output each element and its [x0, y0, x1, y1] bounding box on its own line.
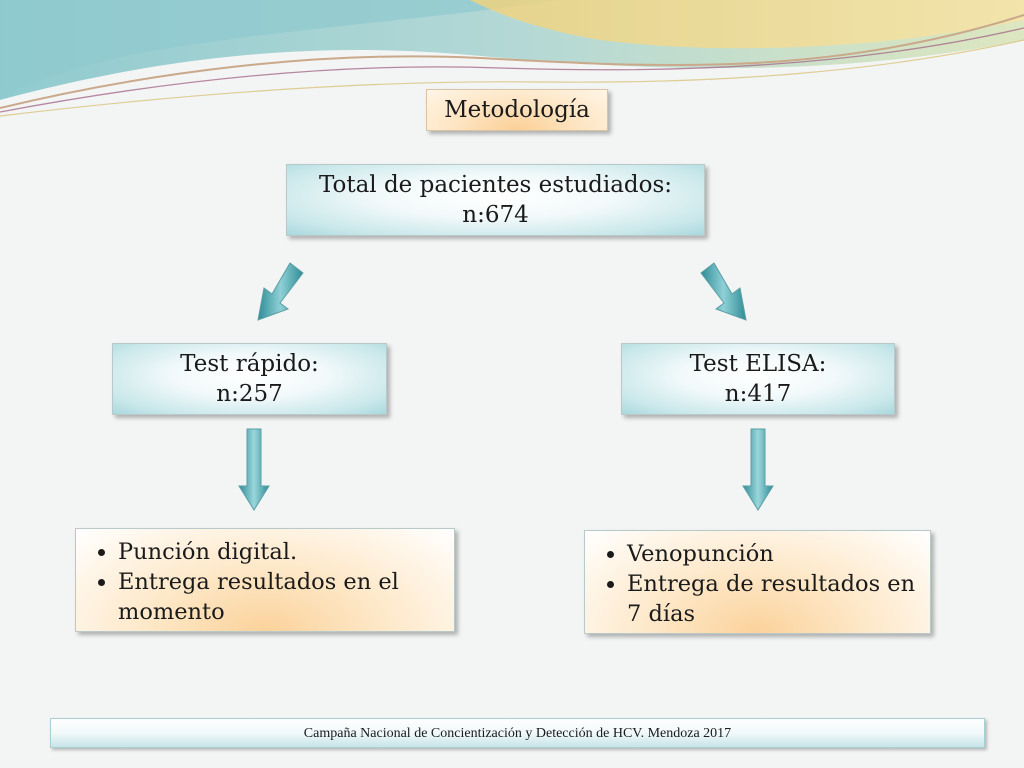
- root-node: Total de pacientes estudiados: n:674: [286, 164, 705, 236]
- left-node-count: n:257: [216, 381, 283, 407]
- right-node-label: Test ELISA:: [689, 351, 827, 377]
- root-node-count: n:674: [462, 202, 529, 228]
- decorative-header-waves: [0, 0, 1024, 117]
- root-node-label: Total de pacientes estudiados:: [318, 172, 673, 198]
- left-detail-item: Punción digital.: [118, 537, 444, 567]
- arrow-down-icon: [238, 428, 270, 511]
- right-detail-item: Entrega de resultados en 7 días: [627, 569, 920, 629]
- left-detail-item: Entrega resultados en el momento: [118, 567, 444, 627]
- right-node-elisa-test: Test ELISA: n:417: [621, 343, 895, 415]
- left-detail-box: Punción digital. Entrega resultados en e…: [75, 528, 455, 632]
- footer-caption: Campaña Nacional de Concientización y De…: [50, 718, 985, 748]
- right-detail-box: Venopunción Entrega de resultados en 7 d…: [584, 530, 931, 634]
- arrow-down-icon: [742, 428, 774, 511]
- arrow-down-right-icon: [700, 262, 747, 321]
- left-node-label: Test rápido:: [180, 351, 319, 377]
- arrow-down-left-icon: [257, 262, 304, 321]
- right-detail-list: Venopunción Entrega de resultados en 7 d…: [601, 539, 920, 629]
- left-node-rapid-test: Test rápido: n:257: [112, 343, 387, 415]
- right-node-count: n:417: [724, 381, 792, 407]
- left-detail-list: Punción digital. Entrega resultados en e…: [92, 537, 444, 627]
- right-detail-item: Venopunción: [627, 539, 920, 569]
- diagram-title: Metodología: [426, 89, 608, 131]
